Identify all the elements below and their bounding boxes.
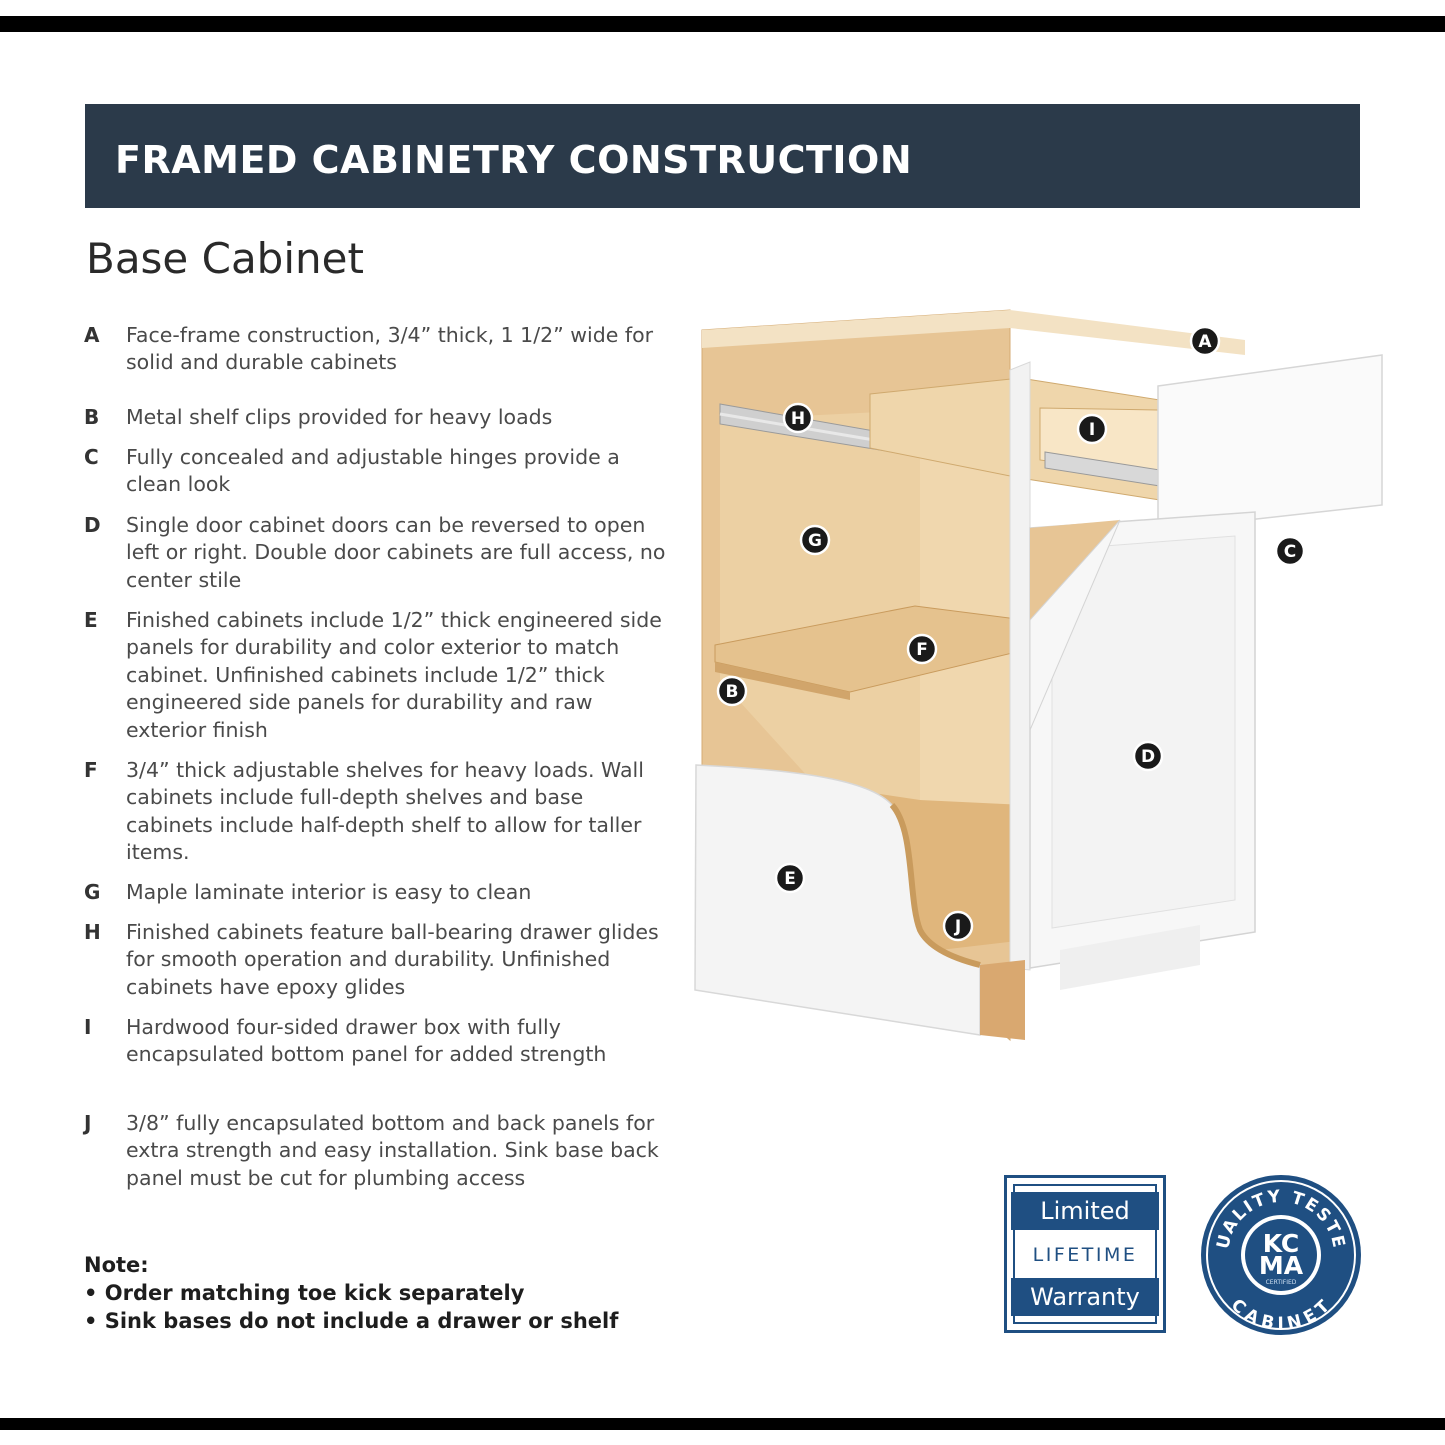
feature-item-f: F 3/4” thick adjustable shelves for heav… [84, 757, 684, 879]
page-title: FRAMED CABINETRY CONSTRUCTION [115, 138, 913, 182]
marker-label: J [954, 917, 961, 937]
feature-letter: B [84, 405, 100, 429]
kcma-line-2: MA [1259, 1251, 1304, 1280]
feature-letter: C [84, 445, 99, 469]
kcma-small: CERTIFIED [1266, 1279, 1297, 1286]
marker-c: C [1274, 535, 1306, 567]
feature-text: Finished cabinets feature ball-bearing d… [126, 920, 659, 999]
warranty-line-1: Limited [1011, 1192, 1159, 1230]
feature-item-d: D Single door cabinet doors can be rever… [84, 512, 684, 607]
note-item: • Order matching toe kick separately [84, 1281, 525, 1305]
feature-letter: E [84, 608, 98, 632]
marker-a: A [1189, 325, 1221, 357]
feature-item-c: C Fully concealed and adjustable hinges … [84, 444, 684, 512]
feature-text: 3/4” thick adjustable shelves for heavy … [126, 758, 644, 865]
feature-text: 3/8” fully encapsulated bottom and back … [126, 1111, 659, 1190]
marker-label: C [1284, 542, 1296, 562]
marker-label: A [1198, 332, 1212, 352]
marker-d: D [1132, 740, 1164, 772]
warranty-line-3: Warranty [1011, 1278, 1159, 1316]
marker-label: I [1089, 420, 1095, 440]
bottom-border [0, 1418, 1445, 1430]
marker-g: G [799, 524, 831, 556]
warranty-line-2: LIFETIME [1032, 1244, 1138, 1266]
note-item: • Sink bases do not include a drawer or … [84, 1309, 619, 1333]
header-banner: FRAMED CABINETRY CONSTRUCTION [85, 104, 1360, 208]
feature-letter: I [84, 1015, 92, 1039]
marker-i: I [1076, 413, 1108, 445]
marker-f: F [906, 633, 938, 665]
kcma-seal-icon: QUALITY TESTED CABINET KC MA CERTIFIED [1198, 1172, 1361, 1335]
feature-text: Fully concealed and adjustable hinges pr… [126, 445, 620, 497]
marker-label: G [808, 531, 822, 551]
feature-letter: A [84, 323, 100, 347]
marker-label: D [1141, 747, 1155, 767]
note-block: Note: • Order matching toe kick separate… [84, 1252, 704, 1335]
cabinet-illustration: A B C D E F G H [694, 309, 1383, 1042]
feature-text: Metal shelf clips provided for heavy loa… [126, 405, 553, 429]
feature-item-g: G Maple laminate interior is easy to cle… [84, 879, 684, 919]
marker-label: F [916, 640, 928, 660]
feature-list: A Face-frame construction, 3/4” thick, 1… [84, 322, 684, 1220]
feature-letter: H [84, 920, 101, 944]
section-subtitle: Base Cabinet [86, 234, 364, 283]
feature-item-a: A Face-frame construction, 3/4” thick, 1… [84, 322, 684, 404]
feature-letter: G [84, 880, 101, 904]
marker-h: H [782, 402, 814, 434]
feature-item-b: B Metal shelf clips provided for heavy l… [84, 404, 684, 444]
marker-b: B [716, 675, 748, 707]
feature-letter: D [84, 513, 101, 537]
feature-letter: F [84, 758, 98, 782]
feature-letter: J [84, 1111, 92, 1135]
warranty-badge: Limited LIFETIME Warranty [1004, 1175, 1166, 1333]
feature-text: Finished cabinets include 1/2” thick eng… [126, 608, 662, 742]
top-border [0, 16, 1445, 32]
marker-j: J [942, 910, 974, 942]
cabinet-top-rail [702, 310, 1245, 355]
feature-text: Single door cabinet doors can be reverse… [126, 513, 666, 592]
note-title: Note: [84, 1253, 149, 1277]
kcma-line-1: KC [1263, 1229, 1300, 1258]
marker-label: E [784, 869, 796, 889]
marker-label: B [726, 682, 739, 702]
feature-item-h: H Finished cabinets feature ball-bearing… [84, 919, 684, 1014]
feature-text: Maple laminate interior is easy to clean [126, 880, 532, 904]
face-frame [1009, 361, 1031, 971]
kcma-seal: QUALITY TESTED CABINET KC MA CERTIFIED [1198, 1172, 1364, 1338]
feature-item-e: E Finished cabinets include 1/2” thick e… [84, 607, 684, 757]
toe-kick [980, 960, 1025, 1040]
feature-item-j: J 3/8” fully encapsulated bottom and bac… [84, 1110, 684, 1220]
feature-item-i: I Hardwood four-sided drawer box with fu… [84, 1014, 684, 1110]
marker-label: H [791, 409, 805, 429]
marker-e: E [774, 862, 806, 894]
feature-text: Face-frame construction, 3/4” thick, 1 1… [126, 323, 654, 375]
drawer-front [1157, 354, 1383, 531]
feature-text: Hardwood four-sided drawer box with full… [126, 1015, 607, 1067]
cabinet-diagram: A B C D E F G H [680, 300, 1400, 1060]
